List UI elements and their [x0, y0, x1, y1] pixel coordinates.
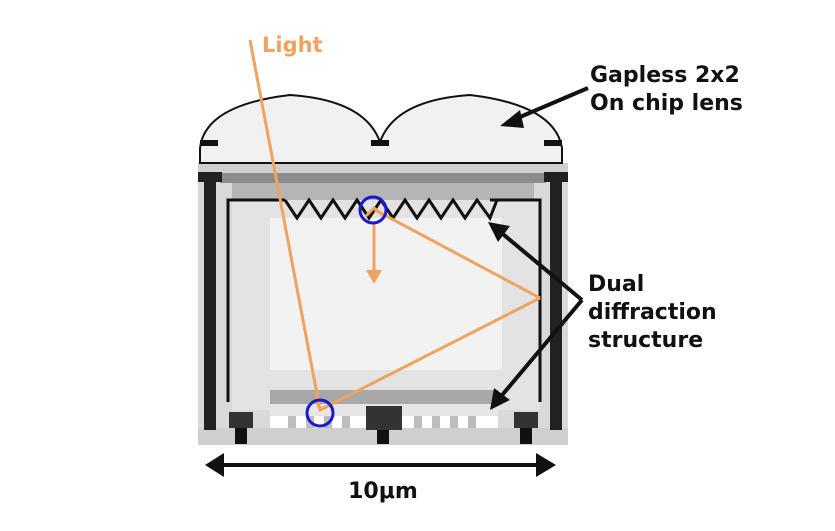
- left-contact-leg: [235, 428, 247, 444]
- dual-pointer-lower-shaft: [496, 298, 584, 402]
- photodiode-outline: [226, 198, 542, 402]
- center-contact-leg: [377, 430, 389, 444]
- lens-pointer-shaft: [512, 86, 589, 122]
- dual-label-line3: structure: [588, 328, 703, 353]
- center-contact: [366, 406, 402, 430]
- light-down-arrow-head: [366, 270, 382, 284]
- light-ray-path: [248, 39, 541, 412]
- dual-label-line1: Dual: [588, 272, 644, 297]
- lens-pointer-head: [500, 110, 524, 128]
- dimension-arrow-left: [205, 453, 224, 477]
- photodiode-core: [270, 218, 502, 370]
- dual-pointer-upper-head: [488, 222, 510, 242]
- right-contact: [514, 412, 538, 428]
- dual-pointer-upper-shaft: [496, 228, 584, 302]
- diffraction-point-marker-lower: [305, 398, 335, 428]
- top-layer: [198, 163, 568, 173]
- light-label: Light: [262, 33, 323, 57]
- right-wall-cap: [544, 172, 568, 182]
- lens-seam-left: [200, 140, 218, 146]
- lens-label-line1: Gapless 2x2: [590, 63, 740, 88]
- color-filter-layer: [220, 173, 546, 183]
- diffraction-point-marker-upper: [358, 195, 388, 225]
- lens-seam-center: [371, 140, 389, 146]
- dimension-label: 10μm: [348, 479, 418, 504]
- on-chip-lens-pair: [199, 93, 563, 164]
- lens-label-line2: On chip lens: [590, 91, 743, 116]
- dual-pointer-lower-head: [490, 388, 510, 410]
- reflection-tick-lower: [314, 397, 333, 413]
- right-contact-leg: [520, 428, 532, 444]
- lens-seam-right: [544, 140, 562, 146]
- bottom-band-gray: [270, 390, 498, 404]
- left-wall-cap: [198, 172, 222, 182]
- dimension-arrow-right: [536, 453, 556, 477]
- right-wall: [550, 182, 562, 430]
- left-wall: [204, 182, 216, 430]
- dual-label-line2: diffraction: [588, 300, 717, 325]
- left-contact: [229, 412, 253, 428]
- reflection-tick-upper: [364, 205, 385, 218]
